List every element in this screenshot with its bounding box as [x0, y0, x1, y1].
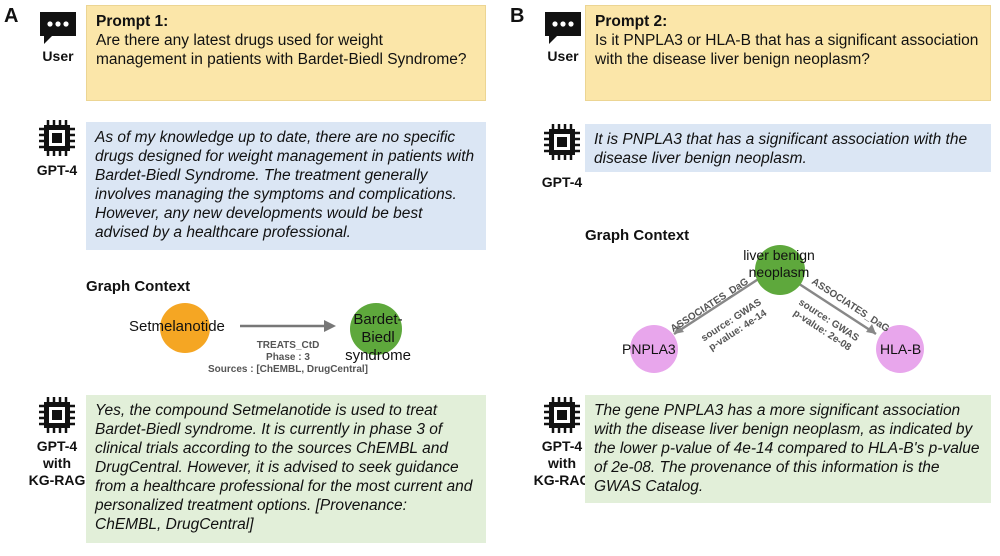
liver-benign-neoplasm-label: liver benign neoplasm: [731, 247, 827, 281]
prompt-1-text: Are there any latest drugs used for weig…: [96, 32, 467, 68]
bardet-biedl-label-line1: Bardet-Biedl: [353, 311, 403, 346]
treats-edge-label: TREATS_CtD: [256, 340, 320, 351]
kg-rag-role-line3: KG-RAG: [28, 472, 86, 488]
kg-rag-role-label: GPT-4 with KG-RAG: [529, 438, 595, 489]
treats-edge-sources: Sources : [ChEMBL, DrugCentral]: [207, 364, 368, 375]
bardet-biedl-node: [350, 303, 402, 355]
gpt4-response-box: As of my knowledge up to date, there are…: [86, 122, 486, 250]
liver-benign-neoplasm-node: [755, 245, 805, 295]
chat-bubble-icon: [545, 12, 581, 44]
kg-rag-role-line1: GPT-4: [541, 438, 583, 454]
chat-bubble-icon: [40, 12, 76, 44]
graph-context-title: Graph Context: [86, 278, 191, 295]
prompt-1-title: Prompt 1:: [96, 13, 169, 30]
kg-rag-role-line1: GPT-4: [36, 438, 78, 454]
kg-rag-role-line2: with: [548, 455, 576, 471]
hla-b-node: [876, 325, 924, 373]
prompt-2-box: Prompt 2: Is it PNPLA3 or HLA-B that has…: [585, 5, 991, 101]
bardet-biedl-label: Bardet-Biedl syndrome: [341, 311, 415, 365]
kg-rag-response-box-b: The gene PNPLA3 has a more significant a…: [585, 395, 991, 503]
prompt-2-text: Is it PNPLA3 or HLA-B that has a signifi…: [595, 32, 979, 68]
setmelanotide-label: Setmelanotide: [129, 318, 225, 335]
gpt4-response-box-b: It is PNPLA3 that has a significant asso…: [585, 124, 991, 172]
prompt-2-title: Prompt 2:: [595, 13, 668, 30]
panel-b-letter: B: [510, 5, 525, 27]
treats-edge-label-block: TREATS_CtD Phase : 3 Sources : [ChEMBL, …: [188, 340, 388, 376]
chip-icon: [544, 397, 580, 433]
liver-benign-neoplasm-line1: liver benign: [743, 247, 815, 263]
treats-edge-arrow: [240, 320, 336, 332]
kg-rag-response-box: Yes, the compound Setmelanotide is used …: [86, 395, 486, 543]
chip-icon: [544, 124, 580, 160]
prompt-1-box: Prompt 1: Are there any latest drugs use…: [86, 5, 486, 101]
panel-a-letter: A: [4, 5, 19, 27]
graph-context-title: Graph Context: [585, 227, 690, 244]
pnpla3-node: [630, 325, 678, 373]
gpt4-role-label: GPT-4: [541, 174, 583, 190]
graph-b-edges: [673, 276, 877, 336]
gpt4-role-label: GPT-4: [36, 162, 78, 178]
chip-icon: [39, 120, 75, 156]
kg-rag-role-line2: with: [43, 455, 71, 471]
hla-b-label: HLA-B: [880, 341, 922, 357]
bardet-biedl-label-line2: syndrome: [345, 347, 411, 364]
liver-benign-neoplasm-line2: neoplasm: [748, 264, 810, 280]
kg-rag-role-line3: KG-RAG: [533, 472, 591, 488]
kg-rag-role-label: GPT-4 with KG-RAG: [24, 438, 90, 489]
chip-icon: [39, 397, 75, 433]
user-role-label: User: [547, 48, 579, 64]
setmelanotide-node: [160, 303, 210, 353]
pnpla3-label: PNPLA3: [622, 341, 676, 357]
user-role-label: User: [42, 48, 74, 64]
treats-edge-phase: Phase : 3: [266, 352, 310, 363]
